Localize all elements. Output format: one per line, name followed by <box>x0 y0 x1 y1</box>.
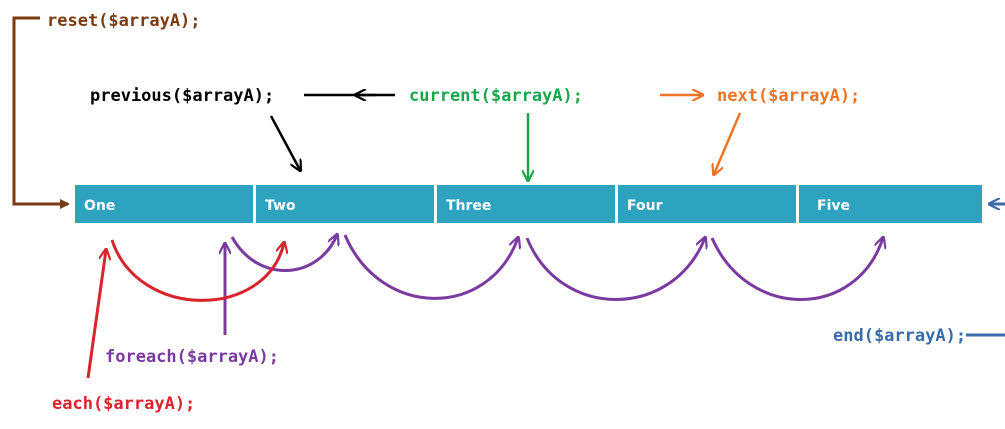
end-label: end($arrayA); <box>833 326 966 346</box>
array-cell-three <box>437 185 615 223</box>
array-cell-label: Two <box>265 198 296 214</box>
array-cell-one <box>75 185 253 223</box>
foreach-loop-4 <box>710 238 883 301</box>
array-cell-label: Four <box>627 198 663 214</box>
array-bar: One Two Three Four Five <box>75 185 982 223</box>
foreach-loop-3 <box>525 238 705 301</box>
reset-arrow <box>12 16 70 209</box>
next-label: next($arrayA); <box>717 86 860 106</box>
foreach-label: foreach($arrayA); <box>105 347 279 367</box>
each-label: each($arrayA); <box>52 394 195 414</box>
array-cell-four <box>618 185 796 223</box>
each-loop <box>110 239 284 302</box>
previous-label: previous($arrayA); <box>90 86 274 106</box>
reset-label: reset($arrayA); <box>47 11 201 31</box>
foreach-loop-1 <box>230 235 337 272</box>
next-down-arrow <box>714 112 742 174</box>
current-label: current($arrayA); <box>409 86 583 106</box>
each-up-arrow <box>86 250 106 379</box>
array-cell-label: Five <box>817 198 850 214</box>
foreach-loop-2 <box>343 235 518 300</box>
previous-down-arrow <box>269 115 300 170</box>
array-cell-label: Three <box>446 198 491 214</box>
array-cell-two <box>256 185 434 223</box>
array-cell-label: One <box>84 198 115 214</box>
array-cell-five <box>799 185 982 223</box>
